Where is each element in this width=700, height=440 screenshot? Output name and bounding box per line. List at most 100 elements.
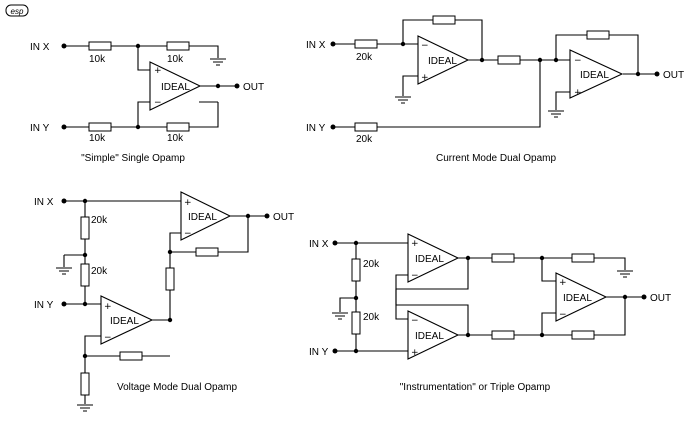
resistor-value: 20k — [363, 312, 380, 323]
resistor — [586, 30, 610, 40]
minus-sign: − — [421, 41, 429, 51]
resistor-value: 10k — [167, 133, 184, 144]
junction-dot — [400, 41, 406, 47]
junction-dot — [167, 249, 173, 255]
wire — [542, 257, 626, 270]
junction-dot — [635, 71, 641, 77]
resistor — [165, 267, 175, 291]
wire — [395, 258, 469, 320]
minus-sign: − — [154, 98, 162, 108]
minus-sign: − — [104, 333, 112, 343]
opamp-label: IDEAL — [110, 316, 139, 327]
terminal-dot — [330, 41, 336, 47]
resistor — [195, 247, 219, 257]
resistor — [80, 263, 90, 287]
input-x-label: IN X — [30, 42, 50, 53]
input-y-label: IN Y — [34, 300, 54, 311]
ground-icon — [548, 110, 564, 118]
opamp-symbol — [417, 35, 470, 85]
resistor — [166, 41, 190, 51]
output-label: OUT — [663, 70, 684, 81]
esp-logo: esp — [5, 4, 29, 17]
junction-dot — [465, 332, 471, 338]
terminal-dot — [61, 43, 67, 49]
circuit-current-mode: IDEAL − + IDEAL − + IN X IN Y OUT 20k 20… — [306, 15, 684, 164]
input-x-label: IN X — [34, 197, 54, 208]
junction-dot — [82, 252, 88, 258]
resistor — [88, 122, 112, 132]
caption-simple: "Simple" Single Opamp — [81, 153, 185, 164]
opamp-label: IDEAL — [428, 56, 457, 67]
opamp-label: IDEAL — [161, 82, 190, 93]
resistor-value: 20k — [363, 259, 380, 270]
ground-icon — [617, 270, 633, 278]
opamp-symbol — [149, 61, 202, 111]
opamp-symbol — [555, 272, 608, 322]
wire — [402, 75, 418, 96]
opamp-symbol — [407, 233, 460, 283]
resistor-value: 10k — [89, 133, 106, 144]
resistor — [80, 372, 90, 396]
resistor — [88, 41, 112, 51]
plus-sign: + — [411, 348, 419, 358]
resistor-value: 20k — [356, 134, 373, 145]
resistor — [80, 216, 90, 240]
terminal-dot — [330, 124, 336, 130]
junction-dot — [539, 332, 545, 338]
wire — [339, 297, 356, 312]
junction-dot — [465, 255, 471, 261]
minus-sign: − — [411, 316, 419, 326]
terminal-dot — [61, 301, 67, 307]
minus-sign: − — [411, 271, 419, 281]
resistor — [491, 330, 515, 340]
opamp-symbol — [407, 310, 460, 360]
minus-sign: − — [184, 229, 192, 239]
resistor-value: 10k — [167, 54, 184, 65]
junction-dot — [167, 317, 173, 323]
input-y-label: IN Y — [306, 123, 326, 134]
plus-sign: + — [411, 239, 419, 249]
ground-icon — [210, 58, 226, 66]
wire — [541, 258, 556, 282]
opamp-label: IDEAL — [415, 331, 444, 342]
junction-dot — [622, 294, 628, 300]
ground-icon — [332, 312, 348, 320]
junction-dot — [353, 240, 359, 246]
plus-sign: + — [421, 73, 429, 83]
resistor — [354, 122, 378, 132]
opamp-symbol — [569, 49, 624, 99]
terminal-dot — [332, 348, 338, 354]
resistor — [166, 122, 190, 132]
caption-current-mode: Current Mode Dual Opamp — [436, 153, 556, 164]
junction-dot — [82, 353, 88, 359]
terminal-dot — [61, 124, 67, 130]
output-label: OUT — [243, 82, 264, 93]
wire — [542, 297, 626, 336]
input-y-label: IN Y — [309, 347, 329, 358]
circuit-voltage-mode: IDEAL + − IDEAL + − IN X IN Y OUT 20k 20… — [34, 191, 294, 412]
junction-dot — [553, 57, 559, 63]
terminal-dot — [264, 213, 270, 219]
terminal-dot — [234, 83, 240, 89]
wire — [541, 312, 556, 335]
resistor — [354, 39, 378, 49]
junction-dot — [353, 348, 359, 354]
junction-dot — [479, 57, 485, 63]
resistor — [497, 55, 521, 65]
ground-icon — [77, 404, 93, 412]
junction-dot — [353, 295, 359, 301]
junction-dot — [135, 124, 141, 130]
resistor-value: 20k — [356, 52, 373, 63]
caption-instrumentation: "Instrumentation" or Triple Opamp — [400, 382, 551, 393]
plus-sign: + — [574, 88, 582, 98]
ground-icon — [395, 96, 411, 104]
terminal-dot — [654, 71, 660, 77]
minus-sign: − — [559, 310, 567, 320]
junction-dot — [82, 198, 88, 204]
resistor-value: 20k — [91, 215, 108, 226]
plus-sign: + — [104, 302, 112, 312]
resistor — [351, 311, 361, 335]
terminal-dot — [641, 294, 647, 300]
